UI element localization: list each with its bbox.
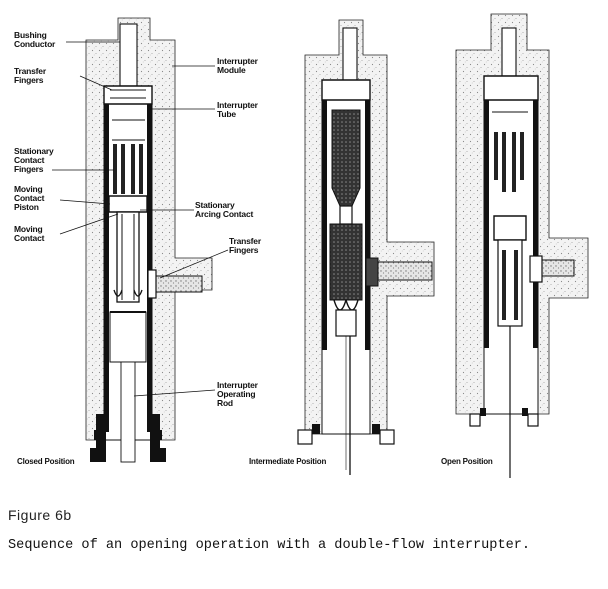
label-transfer-fingers-right: Transfer Fingers [229,236,263,255]
intermediate-position-drawing [297,19,435,475]
label-interrupter-module: Interrupter Module [217,56,260,75]
closed-position-drawing [85,17,213,463]
label-open-position: Open Position [441,457,493,466]
bushing-conductor [119,23,138,87]
label-interrupter-operating-rod: Interrupter Operating Rod [217,380,260,408]
figure-caption: Sequence of an opening operation with a … [8,538,531,553]
label-interrupter-tube: Interrupter Tube [217,100,260,119]
label-moving-contact: Moving Contact [14,224,45,243]
closed-leader-lines [52,41,229,397]
label-stationary-contact-fingers: Stationary Contact Fingers [14,146,56,174]
transfer-fingers-bar [151,275,203,293]
label-intermediate-position: Intermediate Position [249,457,326,466]
label-stationary-arcing-contact: Stationary Arcing Contact [195,200,253,219]
label-transfer-fingers-top: Transfer Fingers [14,66,48,85]
label-bushing-conductor: Bushing Conductor [14,30,56,49]
operating-rod [120,361,136,463]
label-moving-contact-piston: Moving Contact Piston [14,184,46,212]
label-closed-position: Closed Position [17,457,75,466]
figure-label: Figure 6b [8,507,72,523]
open-position-drawing [455,13,589,478]
